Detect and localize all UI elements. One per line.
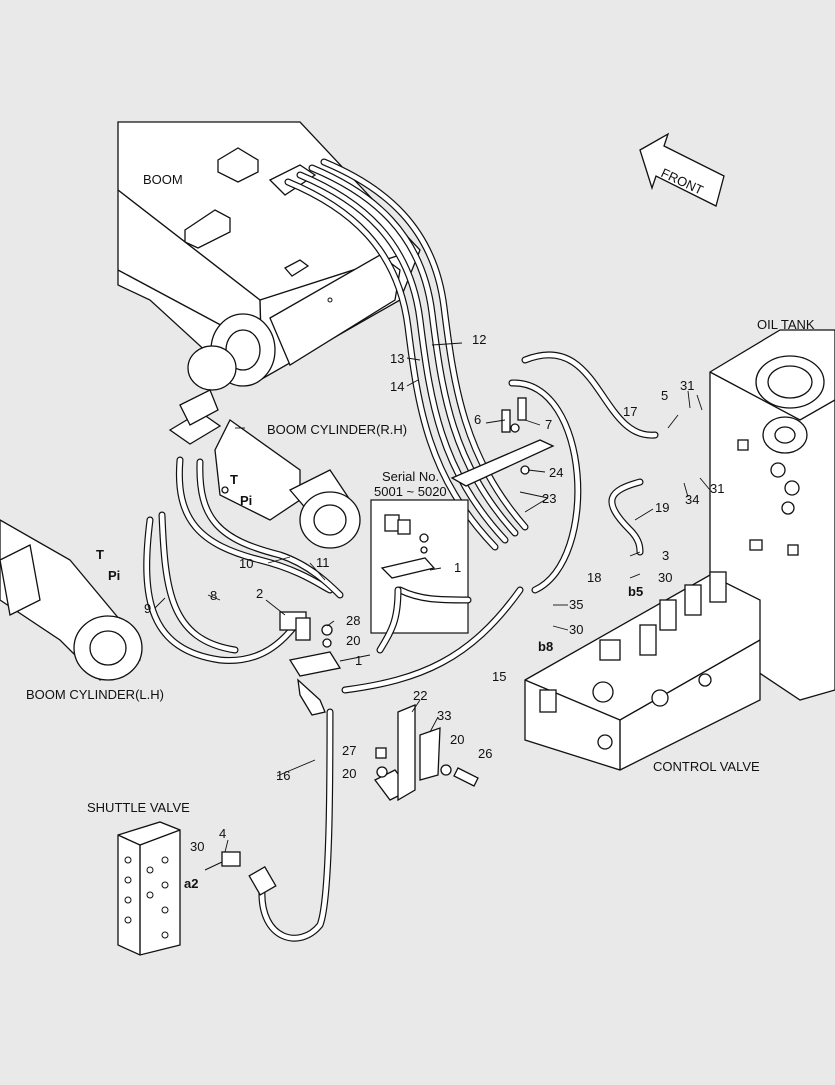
callout-1: 1 (355, 653, 362, 668)
clamp-plate-24 (450, 397, 555, 487)
callout-34: 34 (685, 492, 699, 507)
callout-30b: 30 (569, 622, 583, 637)
callout-30c: 30 (190, 839, 204, 854)
callout-6: 6 (474, 412, 481, 427)
bracket-1 (279, 611, 342, 716)
callout-1-inset: 1 (454, 560, 461, 575)
callout-7: 7 (545, 417, 552, 432)
label-boom-cylinder-lh: BOOM CYLINDER(L.H) (26, 687, 164, 702)
label-boom: BOOM (143, 172, 183, 187)
serial-inset (370, 499, 472, 654)
callout-28: 28 (346, 613, 360, 628)
port-pi-upper: Pi (240, 493, 252, 508)
callout-30a: 30 (658, 570, 672, 585)
bracket-22 (374, 704, 479, 802)
callout-26: 26 (478, 746, 492, 761)
callout-12: 12 (472, 332, 486, 347)
callout-5: 5 (661, 388, 668, 403)
callout-17: 17 (623, 404, 637, 419)
callout-27: 27 (342, 743, 356, 758)
boom-cylinder-rh (168, 389, 361, 549)
callout-13: 13 (390, 351, 404, 366)
label-control-valve: CONTROL VALVE (653, 759, 760, 774)
leader-lines (154, 342, 711, 853)
callout-31b: 31 (710, 481, 724, 496)
callout-14: 14 (390, 379, 404, 394)
callout-11: 11 (316, 555, 330, 570)
control-valve-drawing (524, 571, 761, 771)
label-oil-tank: OIL TANK (757, 317, 815, 332)
port-b5: b5 (628, 584, 643, 599)
hoses-17-19 (341, 351, 659, 694)
callout-2: 2 (256, 586, 263, 601)
front-arrow: FRONT (639, 132, 725, 207)
hose-16 (248, 708, 334, 942)
hoses-8-11 (143, 456, 344, 664)
callout-20c: 20 (342, 766, 356, 781)
callout-19: 19 (655, 500, 669, 515)
label-shuttle-valve: SHUTTLE VALVE (87, 800, 190, 815)
boom-drawing (117, 121, 421, 391)
callout-9: 9 (144, 601, 151, 616)
port-pi-lower: Pi (108, 568, 120, 583)
callout-22: 22 (413, 688, 427, 703)
callout-35: 35 (569, 597, 583, 612)
callout-20b: 20 (450, 732, 464, 747)
port-b8: b8 (538, 639, 553, 654)
callout-4: 4 (219, 826, 226, 841)
callout-24: 24 (549, 465, 563, 480)
callout-23: 23 (542, 491, 556, 506)
callout-16: 16 (276, 768, 290, 783)
shuttle-valve-drawing (117, 821, 241, 956)
boom-cylinder-lh (0, 519, 143, 681)
label-serial-range: 5001 ~ 5020 (374, 484, 447, 499)
port-t-lower: T (96, 547, 104, 562)
callout-3: 3 (662, 548, 669, 563)
port-t-upper: T (230, 472, 238, 487)
callout-33: 33 (437, 708, 451, 723)
callout-15: 15 (492, 669, 506, 684)
label-serial-no: Serial No. (382, 469, 439, 484)
callout-10: 10 (239, 556, 253, 571)
port-a2: a2 (184, 876, 198, 891)
label-boom-cylinder-rh: BOOM CYLINDER(R.H) (267, 422, 407, 437)
callout-31a: 31 (680, 378, 694, 393)
callout-18: 18 (587, 570, 601, 585)
callout-8: 8 (210, 588, 217, 603)
callout-20a: 20 (346, 633, 360, 648)
